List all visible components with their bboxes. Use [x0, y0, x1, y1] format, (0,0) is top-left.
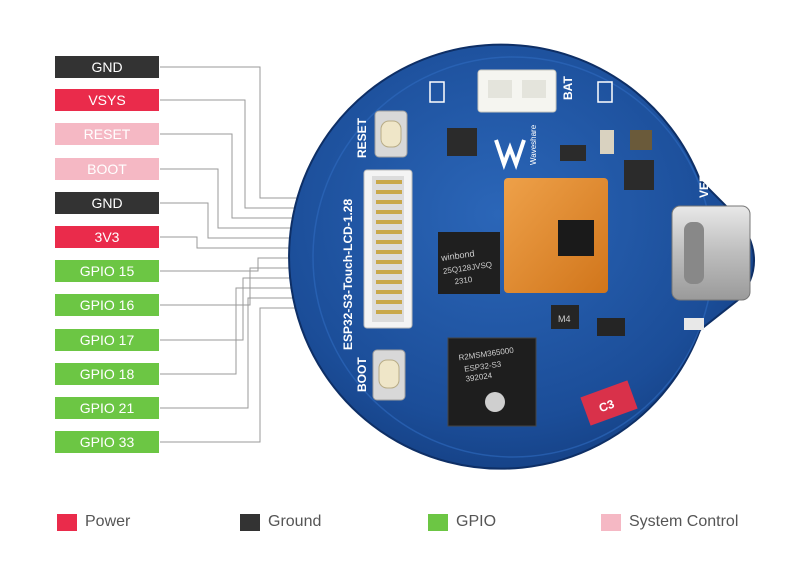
system-control-swatch — [601, 513, 621, 531]
legend-label: GPIO — [456, 513, 497, 530]
board-name-silk: ESP32-S3-Touch-LCD-1.28 — [341, 199, 355, 350]
svg-text:392024: 392024 — [465, 371, 493, 384]
pin-label-gpio-15: GPIO 15 — [55, 260, 159, 282]
pin-label-3v3: 3V3 — [55, 226, 159, 248]
legend-label: Power — [85, 513, 131, 530]
pin-label-gpio-18: GPIO 18 — [55, 363, 159, 385]
reset-button-component — [374, 110, 408, 158]
flash-chip: winbond 25Q128JVSQ 2310 — [438, 232, 500, 294]
legend-item-system-control: System Control — [601, 511, 738, 533]
fpc-connector — [363, 169, 413, 329]
legend-label: Ground — [268, 513, 322, 530]
pin-label-boot: BOOT — [55, 158, 159, 180]
usb-c-connector — [671, 205, 751, 301]
c3-component: C3 — [580, 380, 638, 426]
boot-silk-label: BOOT — [355, 357, 369, 392]
brand-silk: Waveshare — [529, 124, 538, 165]
svg-text:winbond: winbond — [439, 248, 475, 263]
touch-flex-area — [504, 178, 608, 293]
pin-label-gpio-33: GPIO 33 — [55, 431, 159, 453]
esp32-s3-chip: R2MSM365000 ESP32-S3 392024 — [447, 337, 537, 427]
pin-line — [160, 236, 372, 249]
battery-connector — [477, 69, 557, 113]
pin-label-gnd: GND — [55, 192, 159, 214]
pin-label-vsys: VSYS — [55, 89, 159, 111]
power-swatch — [57, 513, 77, 531]
ground-swatch — [240, 513, 260, 531]
legend-item-power: Power — [57, 511, 130, 533]
pin-label-gpio-21: GPIO 21 — [55, 397, 159, 419]
waveshare-logo — [494, 139, 526, 170]
boot-button-component — [372, 349, 406, 401]
ver-silk-label: VER2 — [697, 166, 711, 198]
legend-label: System Control — [629, 513, 739, 530]
svg-text:2310: 2310 — [454, 275, 473, 286]
legend-item-ground: Ground — [240, 511, 321, 533]
pin-label-gpio-16: GPIO 16 — [55, 294, 159, 316]
legend-item-gpio: GPIO — [428, 511, 496, 533]
bat-silk-label: BAT — [561, 76, 575, 100]
reset-silk-label: RESET — [355, 117, 369, 158]
pcb-board: RESET BOOT ESP32-S3-Touch-LCD-1.28 BAT W… — [288, 43, 755, 470]
svg-text:C3: C3 — [597, 397, 617, 416]
small-chip-label: M4 — [558, 314, 571, 324]
pin-label-gnd: GND — [55, 56, 159, 78]
gpio-swatch — [428, 513, 448, 531]
pin-label-gpio-17: GPIO 17 — [55, 329, 159, 351]
pin-label-reset: RESET — [55, 123, 159, 145]
